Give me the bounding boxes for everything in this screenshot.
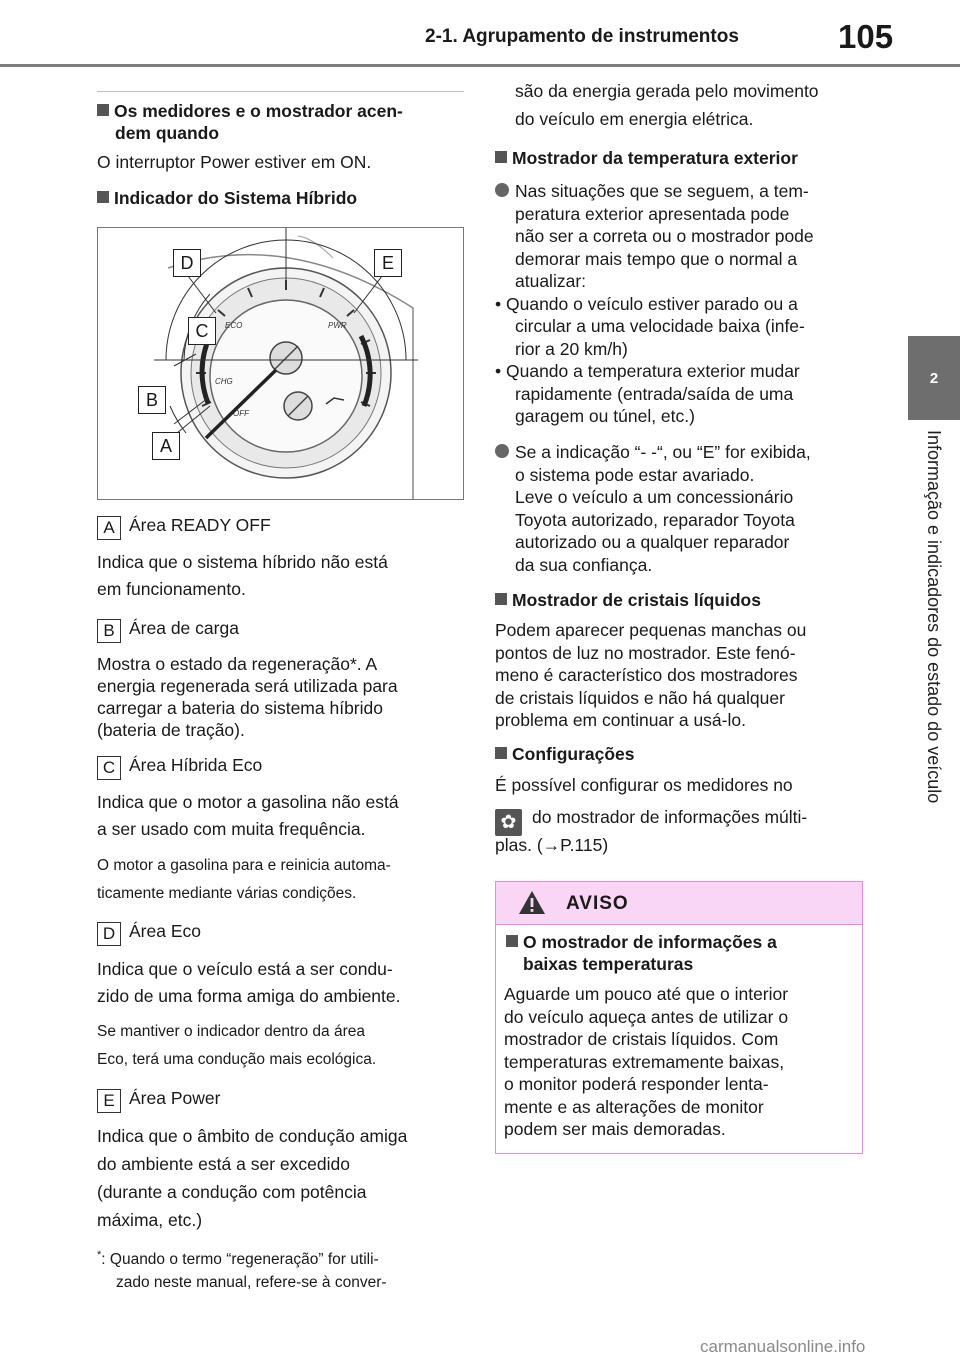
gear-icon: ✿ [495, 809, 522, 836]
letter-a-box: A [97, 516, 121, 540]
item-e-desc-4: máxima, etc.) [97, 1210, 203, 1230]
square-bullet-icon [97, 104, 109, 116]
item-d-desc-2: zido de uma forma amiga do ambiente. [97, 986, 401, 1006]
square-bullet-icon [97, 191, 109, 203]
footnote-line-3: são da energia gerada pelo movimento [515, 81, 819, 101]
hybrid-indicator-figure: ECO PWR CHG OFF D E C B A [97, 227, 464, 500]
item-b-desc-3: carregar a bateria do sistema híbrido [97, 698, 383, 718]
letter-b-box: B [97, 619, 121, 643]
settings-line-1: É possível configurar os medidores no [495, 775, 793, 795]
settings-line-2: ✿do mostrador de informações múlti- [495, 804, 807, 836]
item-e-desc-2: do ambiente está a ser excedido [97, 1154, 350, 1174]
heading-meters: Os medidores e o mostrador acen- [97, 101, 467, 122]
round-bullet-icon [495, 183, 509, 197]
item-c-desc-1: Indica que o motor a gasolina não está [97, 792, 399, 812]
square-bullet-icon [495, 593, 507, 605]
heading-outside-temp: Mostrador da temperatura exterior [495, 148, 798, 169]
figure-label-c: C [188, 317, 216, 345]
warning-body: Aguarde um pouco até que o interior do v… [504, 984, 789, 1139]
round-bullet-icon [495, 444, 509, 458]
square-bullet-icon [506, 935, 518, 947]
warning-heading: O mostrador de informações a [506, 932, 856, 953]
warning-header: AVISO [496, 882, 862, 925]
paragraph-lcd: Podem aparecer pequenas manchas ou ponto… [495, 620, 807, 730]
letter-d-box: D [97, 922, 121, 946]
footnote-mark: * [97, 1249, 102, 1261]
item-b-desc-1: Mostra o estado da regeneração*. A [97, 654, 378, 674]
dial-off-text: OFF [233, 409, 250, 418]
figure-label-b: B [138, 386, 166, 414]
item-e-desc-3: (durante a condução com potência [97, 1182, 367, 1202]
bullet-temp-malfunction: Se a indicação “- -“, ou “E” for exibida… [495, 441, 875, 576]
figure-label-d: D [173, 249, 201, 277]
heading-settings: Configurações [495, 744, 635, 765]
dial-pwr-text: PWR [328, 321, 347, 330]
square-bullet-icon [495, 747, 507, 759]
item-d-note-1: Se mantiver o indicador dentro da área [97, 1023, 365, 1040]
chapter-number: 2 [929, 369, 939, 387]
header-rule [0, 64, 960, 67]
warning-triangle-icon [519, 891, 545, 914]
figure-label-a: A [152, 432, 180, 460]
item-e-desc-1: Indica que o âmbito de condução amiga [97, 1126, 408, 1146]
footnote-line-4: do veículo em energia elétrica. [515, 109, 754, 129]
warning-title: AVISO [566, 893, 629, 914]
page-number: 105 [838, 18, 894, 55]
settings-line-3: plas. (→P.115) [495, 835, 609, 855]
column-rule [97, 91, 464, 92]
section-title: 2-1. Agrupamento de instrumentos [425, 26, 739, 47]
heading-hybrid-indicator: Indicador do Sistema Híbrido [97, 188, 357, 209]
item-a-desc-2: em funcionamento. [97, 579, 246, 599]
warning-box: AVISO O mostrador de informações a baixa… [495, 881, 863, 1154]
dial-chg-text: CHG [215, 377, 233, 386]
bullet-temp-situations: Nas situações que se seguem, a tem- pera… [495, 181, 814, 426]
paragraph-power-on: O interruptor Power estiver em ON. [97, 152, 372, 172]
footnote-line-2: zado neste manual, refere-se à conver- [116, 1274, 387, 1291]
item-d-desc-1: Indica que o veículo está a ser condu- [97, 959, 393, 979]
letter-c-box: C [97, 756, 121, 780]
item-b-desc-4: (bateria de tração). [97, 720, 245, 740]
item-b-desc-2: energia regenerada será utilizada para [97, 676, 398, 696]
square-bullet-icon [495, 151, 507, 163]
item-c-note-2: ticamente mediante várias condições. [97, 885, 357, 902]
item-a-desc-1: Indica que o sistema híbrido não está [97, 552, 388, 572]
dial-eco-text: ECO [225, 321, 242, 330]
warning-heading-cont: baixas temperaturas [523, 954, 694, 974]
watermark: carmanualsonline.info [700, 1337, 866, 1356]
chapter-title: Informação e indicadores do estado do ve… [924, 430, 944, 804]
chapter-tab: 2 [908, 336, 960, 420]
letter-e-box: E [97, 1089, 121, 1113]
heading-lcd: Mostrador de cristais líquidos [495, 590, 761, 611]
item-c-note-1: O motor a gasolina para e reinicia autom… [97, 857, 391, 874]
heading-meters-cont: dem quando [115, 123, 220, 143]
item-c-desc-2: a ser usado com muita frequência. [97, 819, 366, 839]
item-d-note-2: Eco, terá uma condução mais ecológica. [97, 1051, 377, 1068]
figure-label-e: E [374, 249, 402, 277]
footnote-line-1: *: Quando o termo “regeneração” for util… [97, 1249, 379, 1269]
